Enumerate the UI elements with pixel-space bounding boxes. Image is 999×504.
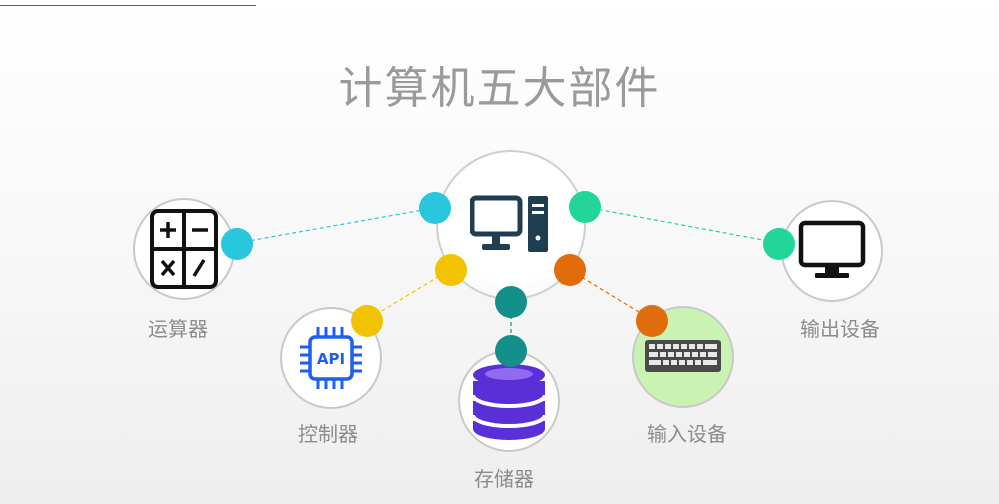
connector-dot-center-output [569,191,601,223]
connector-dot-center-controller [435,254,467,286]
header-accent-line [0,5,256,6]
connector-dot-memory [495,335,527,367]
connector-dot-center-alu [419,192,451,224]
calculator-icon [150,209,218,289]
memory-node [458,350,560,452]
connector-dot-alu [221,228,253,260]
memory-label: 存储器 [474,467,534,491]
desktop-computer-icon [470,195,548,252]
connector-dot-input [636,305,668,337]
input-label: 输入设备 [647,422,727,446]
connector-dot-center-input [554,254,586,286]
link-alu [236,207,435,244]
diagram-title: 计算机五大部件 [338,63,661,114]
connector-dot-controller [351,305,383,337]
output-node [781,200,883,302]
connector-dot-center-memory [495,286,527,318]
alu-label: 运算器 [148,317,208,341]
monitor-icon [798,220,866,278]
controller-label: 控制器 [298,422,358,446]
connector-dot-output [763,228,795,260]
alu-node [133,198,235,300]
link-output [584,206,780,244]
keyboard-icon [645,340,721,372]
api-chip-icon: API [300,327,362,389]
database-stack-icon [471,364,547,440]
output-label: 输出设备 [800,317,880,341]
svg-text:API: API [317,350,345,368]
